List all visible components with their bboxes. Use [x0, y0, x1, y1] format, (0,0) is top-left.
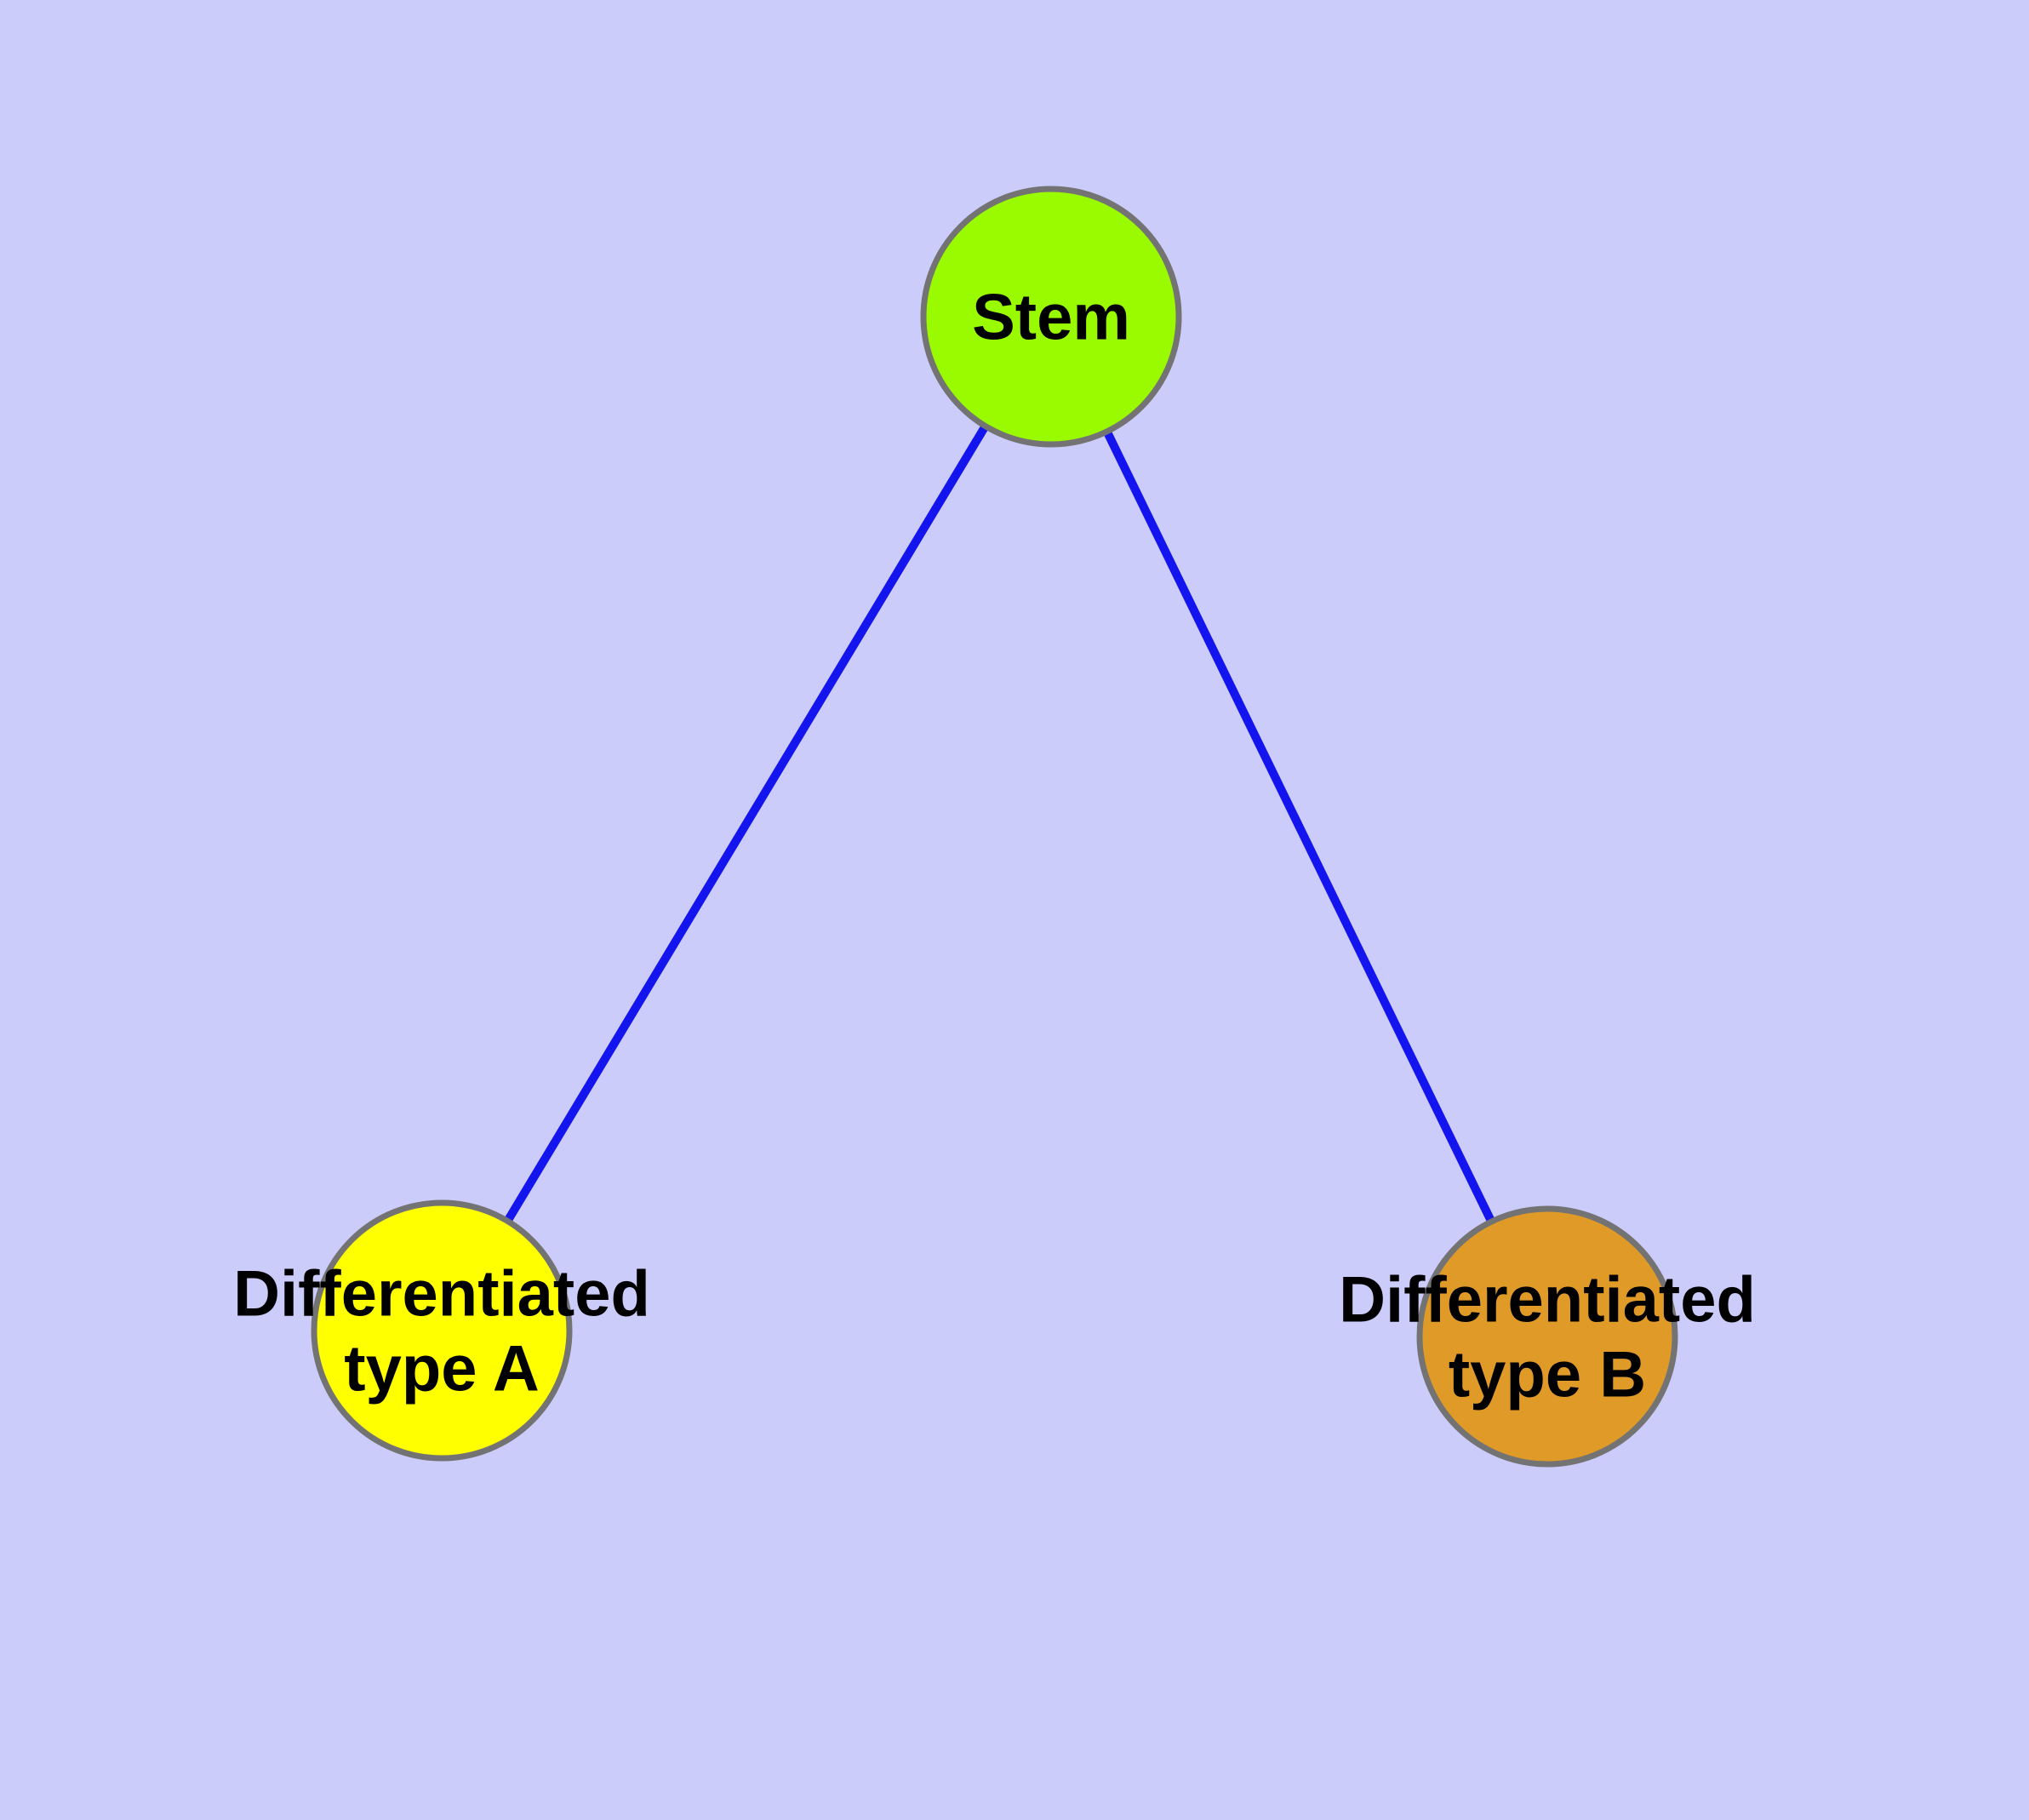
node-differentiated-type-a-circle[interactable]: [311, 1199, 573, 1462]
node-differentiated-type-b-circle[interactable]: [1416, 1205, 1678, 1468]
node-label-line: Stem: [972, 282, 1130, 354]
edge-stem-to-differentiated-type-b: [1103, 429, 1495, 1224]
node-stem-label: Stem: [972, 282, 1130, 354]
node-differentiated-type-a[interactable]: [311, 1199, 573, 1462]
node-stem-circle[interactable]: [920, 186, 1182, 448]
node-layer: [311, 186, 1678, 1468]
node-stem[interactable]: [920, 186, 1182, 448]
edge-layer: [504, 423, 1495, 1224]
node-differentiated-type-b[interactable]: [1416, 1205, 1678, 1468]
node-label-line: type B: [1449, 1339, 1646, 1411]
node-label-line: Differentiated: [233, 1258, 650, 1331]
node-label-line: type A: [344, 1333, 539, 1405]
edge-stem-to-differentiated-type-a: [504, 423, 989, 1224]
node-label-line: Differentiated: [1339, 1264, 1756, 1336]
